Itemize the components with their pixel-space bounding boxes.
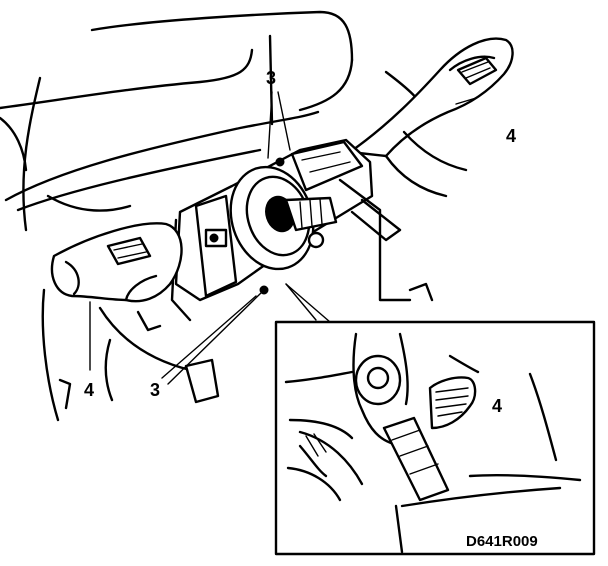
inset-detail-frame <box>274 283 596 556</box>
figure-code: D641R009 <box>466 533 538 550</box>
left-stalk-indicator-switch <box>41 222 220 422</box>
callout-3-bottom: 3 <box>150 380 160 400</box>
callout-3-top: 3 <box>266 68 276 88</box>
callout-labels: 3 4 4 3 4 D641R009 <box>84 68 538 550</box>
clock-spring-ring <box>229 157 338 295</box>
callout-4-left: 4 <box>84 380 94 400</box>
right-stalk-wiper-switch <box>348 37 514 198</box>
dashboard-outline <box>0 10 428 232</box>
callout-4-right: 4 <box>506 126 516 146</box>
callout-4-inset: 4 <box>492 396 502 416</box>
